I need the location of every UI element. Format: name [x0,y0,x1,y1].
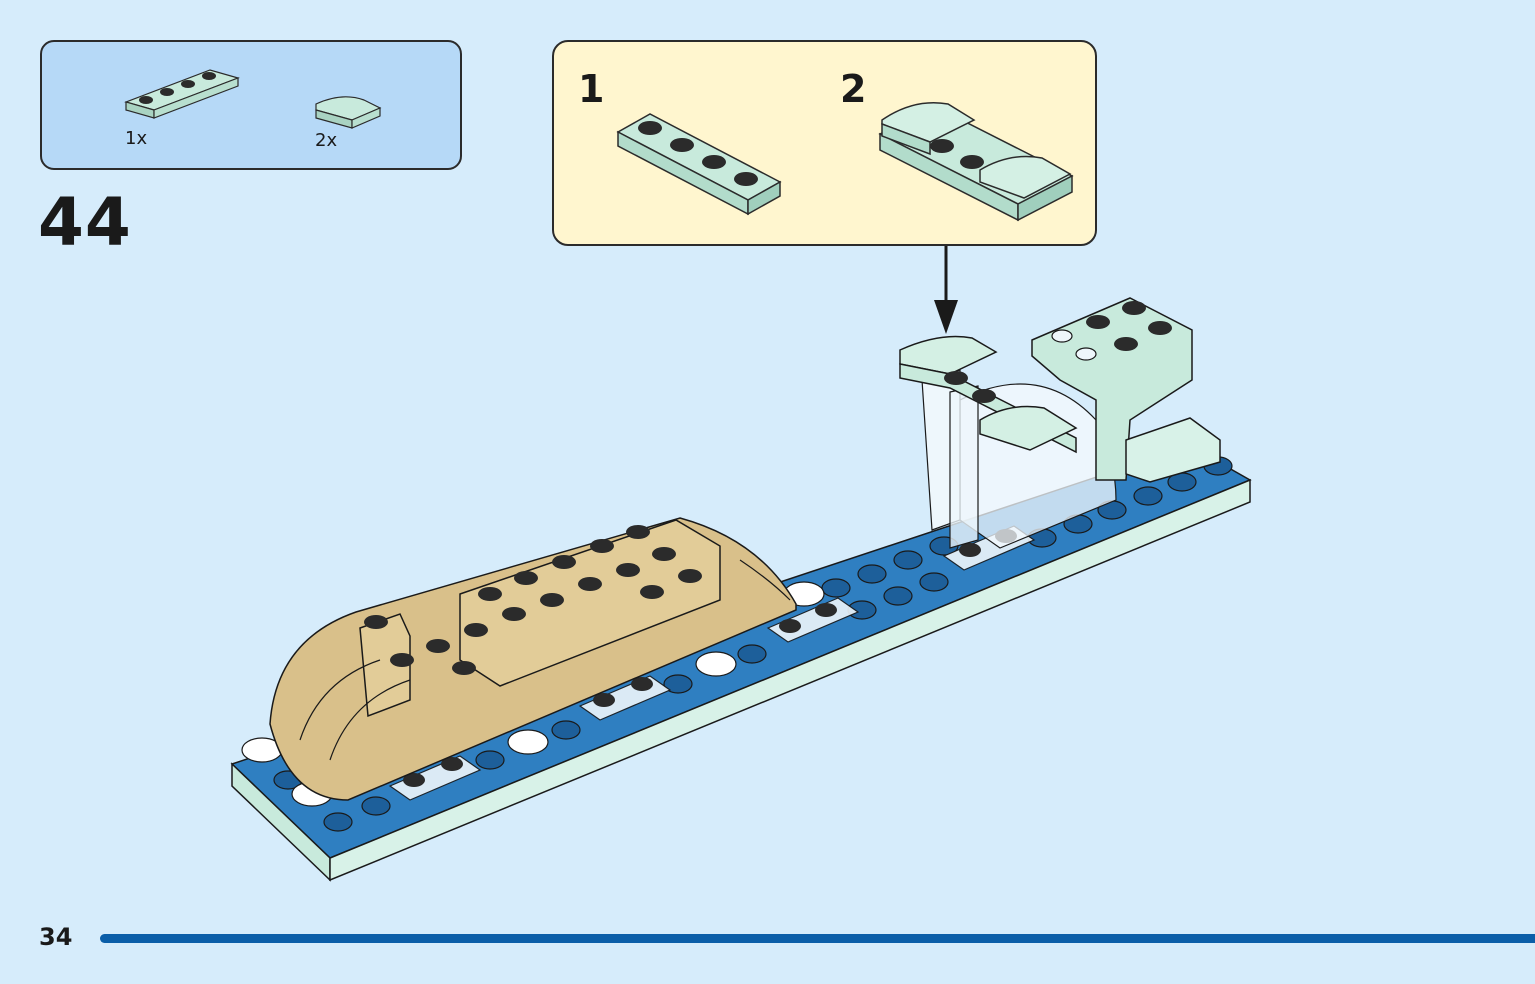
tan-train-body-icon [269,517,797,801]
part-quantity: 1x [125,128,148,149]
sub-step-1-plate-icon [616,113,782,216]
sub-step-label: 1 [578,67,605,111]
curved-slope-light-aqua-icon [315,96,382,129]
placement-arrow-icon [934,246,958,334]
callout-illustration [616,101,1074,222]
step-number: 44 [38,184,132,261]
sub-step-label: 2 [840,67,867,111]
blue-baseplate-icon [230,445,1252,882]
light-aqua-tower-icon [1031,297,1221,483]
progress-bar [100,934,1535,943]
plate-1x4-light-aqua-icon [124,69,240,119]
sub-step-2-assembly-icon [878,101,1074,222]
part-curved-slope: 2x [312,90,392,151]
page-number: 34 [39,923,73,951]
placed-sub-assembly-icon [899,335,1078,454]
sub-assembly-callout: 1 2 [552,40,1097,246]
part-plate-1x4: 1x [122,60,242,149]
parts-list-box: 1x 2x [40,40,462,170]
part-quantity: 2x [315,130,338,151]
